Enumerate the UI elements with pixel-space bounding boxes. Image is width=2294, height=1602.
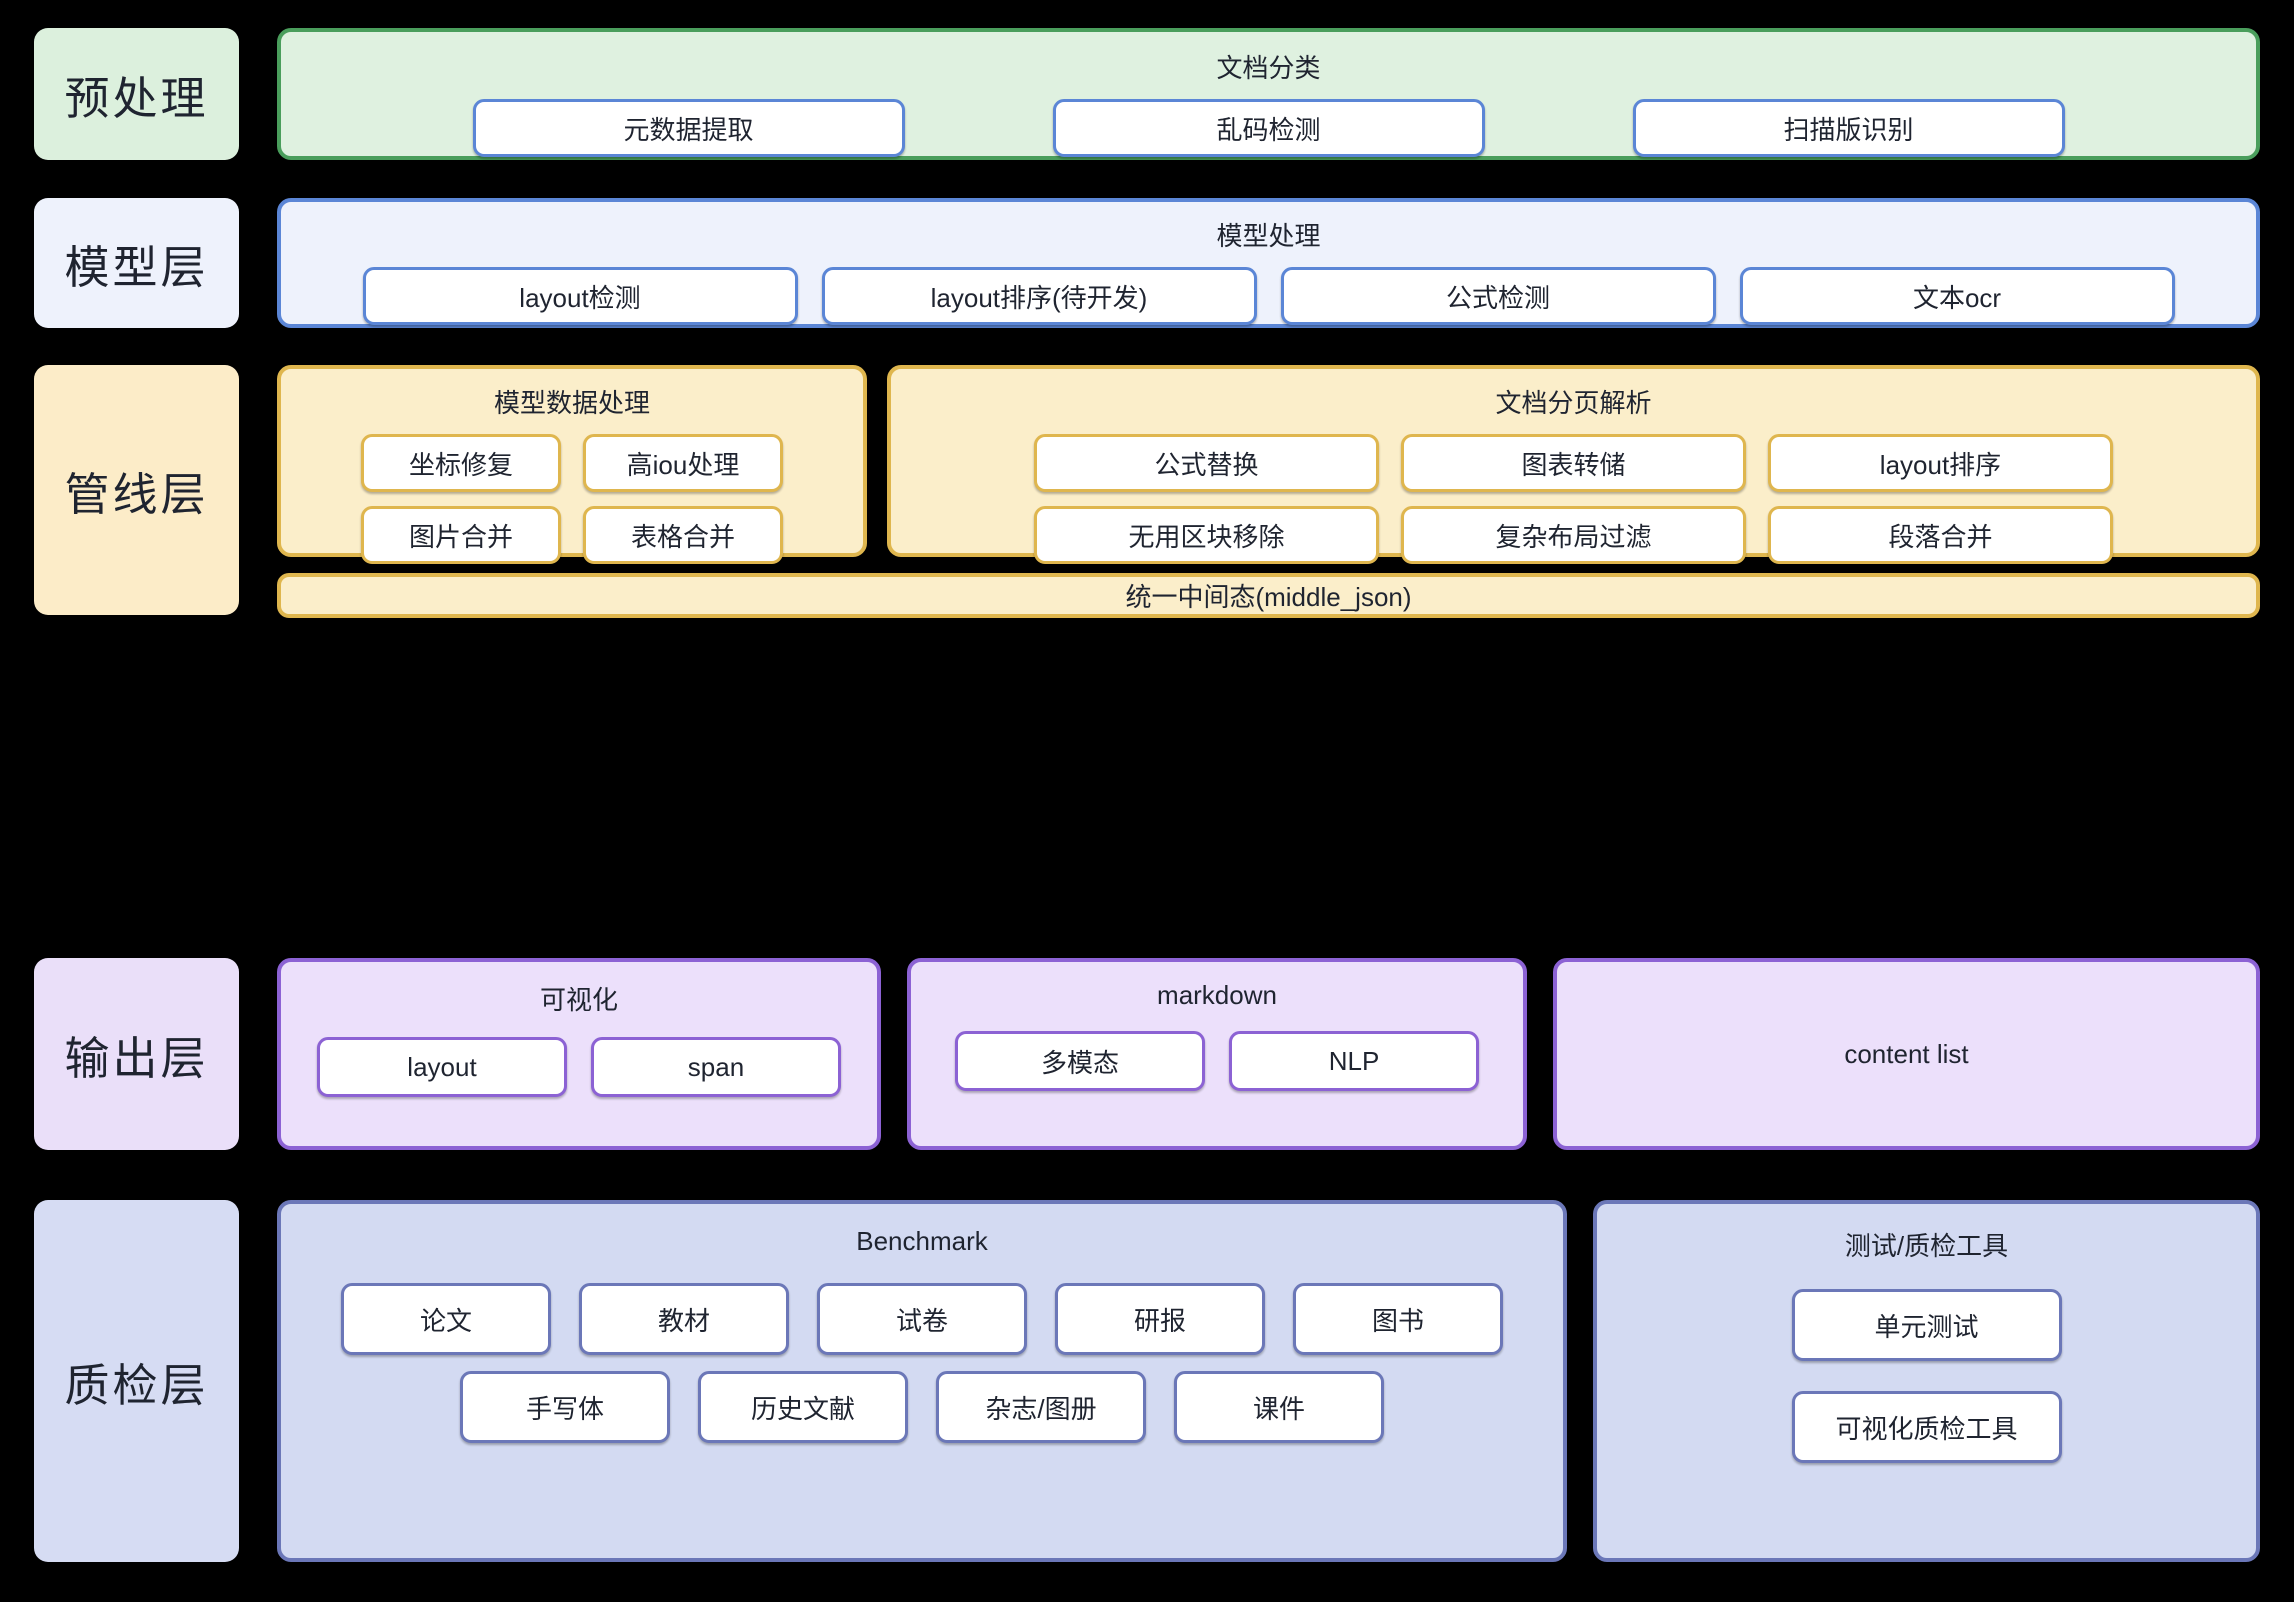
layer-label-preprocess-text: 预处理 bbox=[64, 72, 209, 124]
node-high-iou-handling[interactable]: 高iou处理 bbox=[583, 434, 783, 492]
node-span[interactable]: span bbox=[591, 1037, 841, 1097]
node-magazine-album[interactable]: 杂志/图册 bbox=[936, 1371, 1146, 1443]
panel-title-visualization: 可视化 bbox=[539, 985, 618, 1015]
panel-body-model-data-processing: 坐标修复 高iou处理 图片合并 表格合并 bbox=[361, 434, 783, 564]
panel-visualization: 可视化 layout span bbox=[277, 958, 881, 1150]
panel-body-markdown: 多模态 NLP bbox=[911, 1031, 1523, 1091]
layer-label-preprocess: 预处理 bbox=[34, 28, 239, 160]
panel-body-model-processing: layout检测 layout排序(待开发) 公式检测 文本ocr bbox=[281, 267, 2256, 325]
node-paragraph-merge[interactable]: 段落合并 bbox=[1768, 506, 2113, 564]
layer-row-output: 输出层 可视化 layout span markdown 多模态 NLP con… bbox=[34, 958, 2260, 1150]
panel-document-page-parsing: 文档分页解析 公式替换 图表转储 layout排序 无用区块移除 复杂布局过滤 … bbox=[887, 365, 2260, 564]
layer-label-quality-check-text: 质检层 bbox=[64, 1359, 209, 1411]
node-multimodal[interactable]: 多模态 bbox=[955, 1031, 1205, 1091]
panel-title-markdown: markdown bbox=[1157, 980, 1277, 1010]
node-paper[interactable]: 论文 bbox=[341, 1283, 551, 1355]
panel-body-document-page-parsing: 公式替换 图表转储 layout排序 无用区块移除 复杂布局过滤 段落合并 bbox=[1034, 434, 2113, 564]
layer-label-model: 模型层 bbox=[34, 198, 239, 328]
pipeline-panels-container: 模型数据处理 坐标修复 高iou处理 图片合并 表格合并 文档分页解析 公式替换… bbox=[277, 365, 2260, 618]
node-useless-block-removal[interactable]: 无用区块移除 bbox=[1034, 506, 1379, 564]
node-coordinate-repair[interactable]: 坐标修复 bbox=[361, 434, 561, 492]
node-unit-test[interactable]: 单元测试 bbox=[1791, 1289, 2062, 1361]
layer-row-model: 模型层 模型处理 layout检测 layout排序(待开发) 公式检测 文本o… bbox=[34, 198, 2260, 328]
panel-model-data-processing: 模型数据处理 坐标修复 高iou处理 图片合并 表格合并 bbox=[277, 365, 867, 564]
node-formula-detection[interactable]: 公式检测 bbox=[1280, 267, 1716, 325]
panel-body-document-classification: 元数据提取 乱码检测 扫描版识别 bbox=[281, 99, 2256, 157]
node-research-report[interactable]: 研报 bbox=[1055, 1283, 1265, 1355]
panel-content-list[interactable]: content list bbox=[1553, 958, 2260, 1150]
node-exam-paper[interactable]: 试卷 bbox=[817, 1283, 1027, 1355]
benchmark-row-1: 论文 教材 试卷 研报 图书 bbox=[341, 1283, 1503, 1355]
pipeline-panel-row: 模型数据处理 坐标修复 高iou处理 图片合并 表格合并 文档分页解析 公式替换… bbox=[277, 365, 2260, 564]
node-historical-document[interactable]: 历史文献 bbox=[698, 1371, 908, 1443]
layer-label-output: 输出层 bbox=[34, 958, 239, 1150]
layer-label-pipeline: 管线层 bbox=[34, 365, 239, 615]
layer-label-output-text: 输出层 bbox=[64, 1032, 209, 1084]
node-layout-sort[interactable]: layout排序 bbox=[1768, 434, 2113, 492]
output-panels-container: 可视化 layout span markdown 多模态 NLP content… bbox=[277, 958, 2260, 1150]
quality-check-panels-container: Benchmark 论文 教材 试卷 研报 图书 手写体 历史文献 杂志/图册 … bbox=[277, 1200, 2260, 1562]
layer-label-model-text: 模型层 bbox=[64, 241, 209, 293]
node-handwriting[interactable]: 手写体 bbox=[460, 1371, 670, 1443]
bar-unified-middle-json-text: 统一中间态(middle_json) bbox=[1125, 582, 1412, 612]
node-garbled-detection[interactable]: 乱码检测 bbox=[1052, 99, 1485, 157]
panel-markdown: markdown 多模态 NLP bbox=[907, 958, 1527, 1150]
node-metadata-extraction[interactable]: 元数据提取 bbox=[472, 99, 905, 157]
layer-row-pipeline: 管线层 模型数据处理 坐标修复 高iou处理 图片合并 表格合并 文档分页解析 … bbox=[34, 365, 2260, 618]
panel-title-content-list: content list bbox=[1844, 1038, 1969, 1069]
node-book[interactable]: 图书 bbox=[1293, 1283, 1503, 1355]
panel-body-test-qc-tools: 单元测试 可视化质检工具 bbox=[1791, 1289, 2062, 1463]
panel-title-model-processing: 模型处理 bbox=[1216, 221, 1321, 251]
node-textbook[interactable]: 教材 bbox=[579, 1283, 789, 1355]
node-layout-detection[interactable]: layout检测 bbox=[362, 267, 798, 325]
node-complex-layout-filter[interactable]: 复杂布局过滤 bbox=[1401, 506, 1746, 564]
panel-body-benchmark: 论文 教材 试卷 研报 图书 手写体 历史文献 杂志/图册 课件 bbox=[341, 1283, 1503, 1443]
node-chart-dump[interactable]: 图表转储 bbox=[1401, 434, 1746, 492]
node-courseware[interactable]: 课件 bbox=[1174, 1371, 1384, 1443]
layer-row-preprocess: 预处理 文档分类 元数据提取 乱码检测 扫描版识别 bbox=[34, 28, 2260, 160]
bar-unified-middle-json[interactable]: 统一中间态(middle_json) bbox=[277, 573, 2260, 618]
node-nlp[interactable]: NLP bbox=[1229, 1031, 1479, 1091]
node-table-merge[interactable]: 表格合并 bbox=[583, 506, 783, 564]
benchmark-row-2: 手写体 历史文献 杂志/图册 课件 bbox=[460, 1371, 1384, 1443]
node-scanned-recognition[interactable]: 扫描版识别 bbox=[1632, 99, 2065, 157]
panel-document-classification: 文档分类 元数据提取 乱码检测 扫描版识别 bbox=[277, 28, 2260, 160]
node-layout[interactable]: layout bbox=[317, 1037, 567, 1097]
panel-title-document-classification: 文档分类 bbox=[1216, 53, 1321, 83]
panel-model-processing: 模型处理 layout检测 layout排序(待开发) 公式检测 文本ocr bbox=[277, 198, 2260, 328]
node-formula-replace[interactable]: 公式替换 bbox=[1034, 434, 1379, 492]
layer-label-quality-check: 质检层 bbox=[34, 1200, 239, 1562]
layer-row-quality-check: 质检层 Benchmark 论文 教材 试卷 研报 图书 手写体 历史文献 bbox=[34, 1200, 2260, 1562]
node-visual-qc-tool[interactable]: 可视化质检工具 bbox=[1791, 1391, 2062, 1463]
panel-title-model-data-processing: 模型数据处理 bbox=[493, 388, 650, 418]
layer-label-pipeline-text: 管线层 bbox=[64, 468, 209, 520]
node-layout-ordering[interactable]: layout排序(待开发) bbox=[821, 267, 1257, 325]
panel-benchmark: Benchmark 论文 教材 试卷 研报 图书 手写体 历史文献 杂志/图册 … bbox=[277, 1200, 1567, 1562]
panel-test-qc-tools: 测试/质检工具 单元测试 可视化质检工具 bbox=[1593, 1200, 2260, 1562]
panel-body-visualization: layout span bbox=[281, 1037, 877, 1097]
panel-title-test-qc-tools: 测试/质检工具 bbox=[1844, 1231, 2009, 1261]
panel-title-benchmark: Benchmark bbox=[856, 1226, 988, 1256]
panel-title-document-page-parsing: 文档分页解析 bbox=[1495, 388, 1652, 418]
node-text-ocr[interactable]: 文本ocr bbox=[1739, 267, 2175, 325]
node-image-merge[interactable]: 图片合并 bbox=[361, 506, 561, 564]
